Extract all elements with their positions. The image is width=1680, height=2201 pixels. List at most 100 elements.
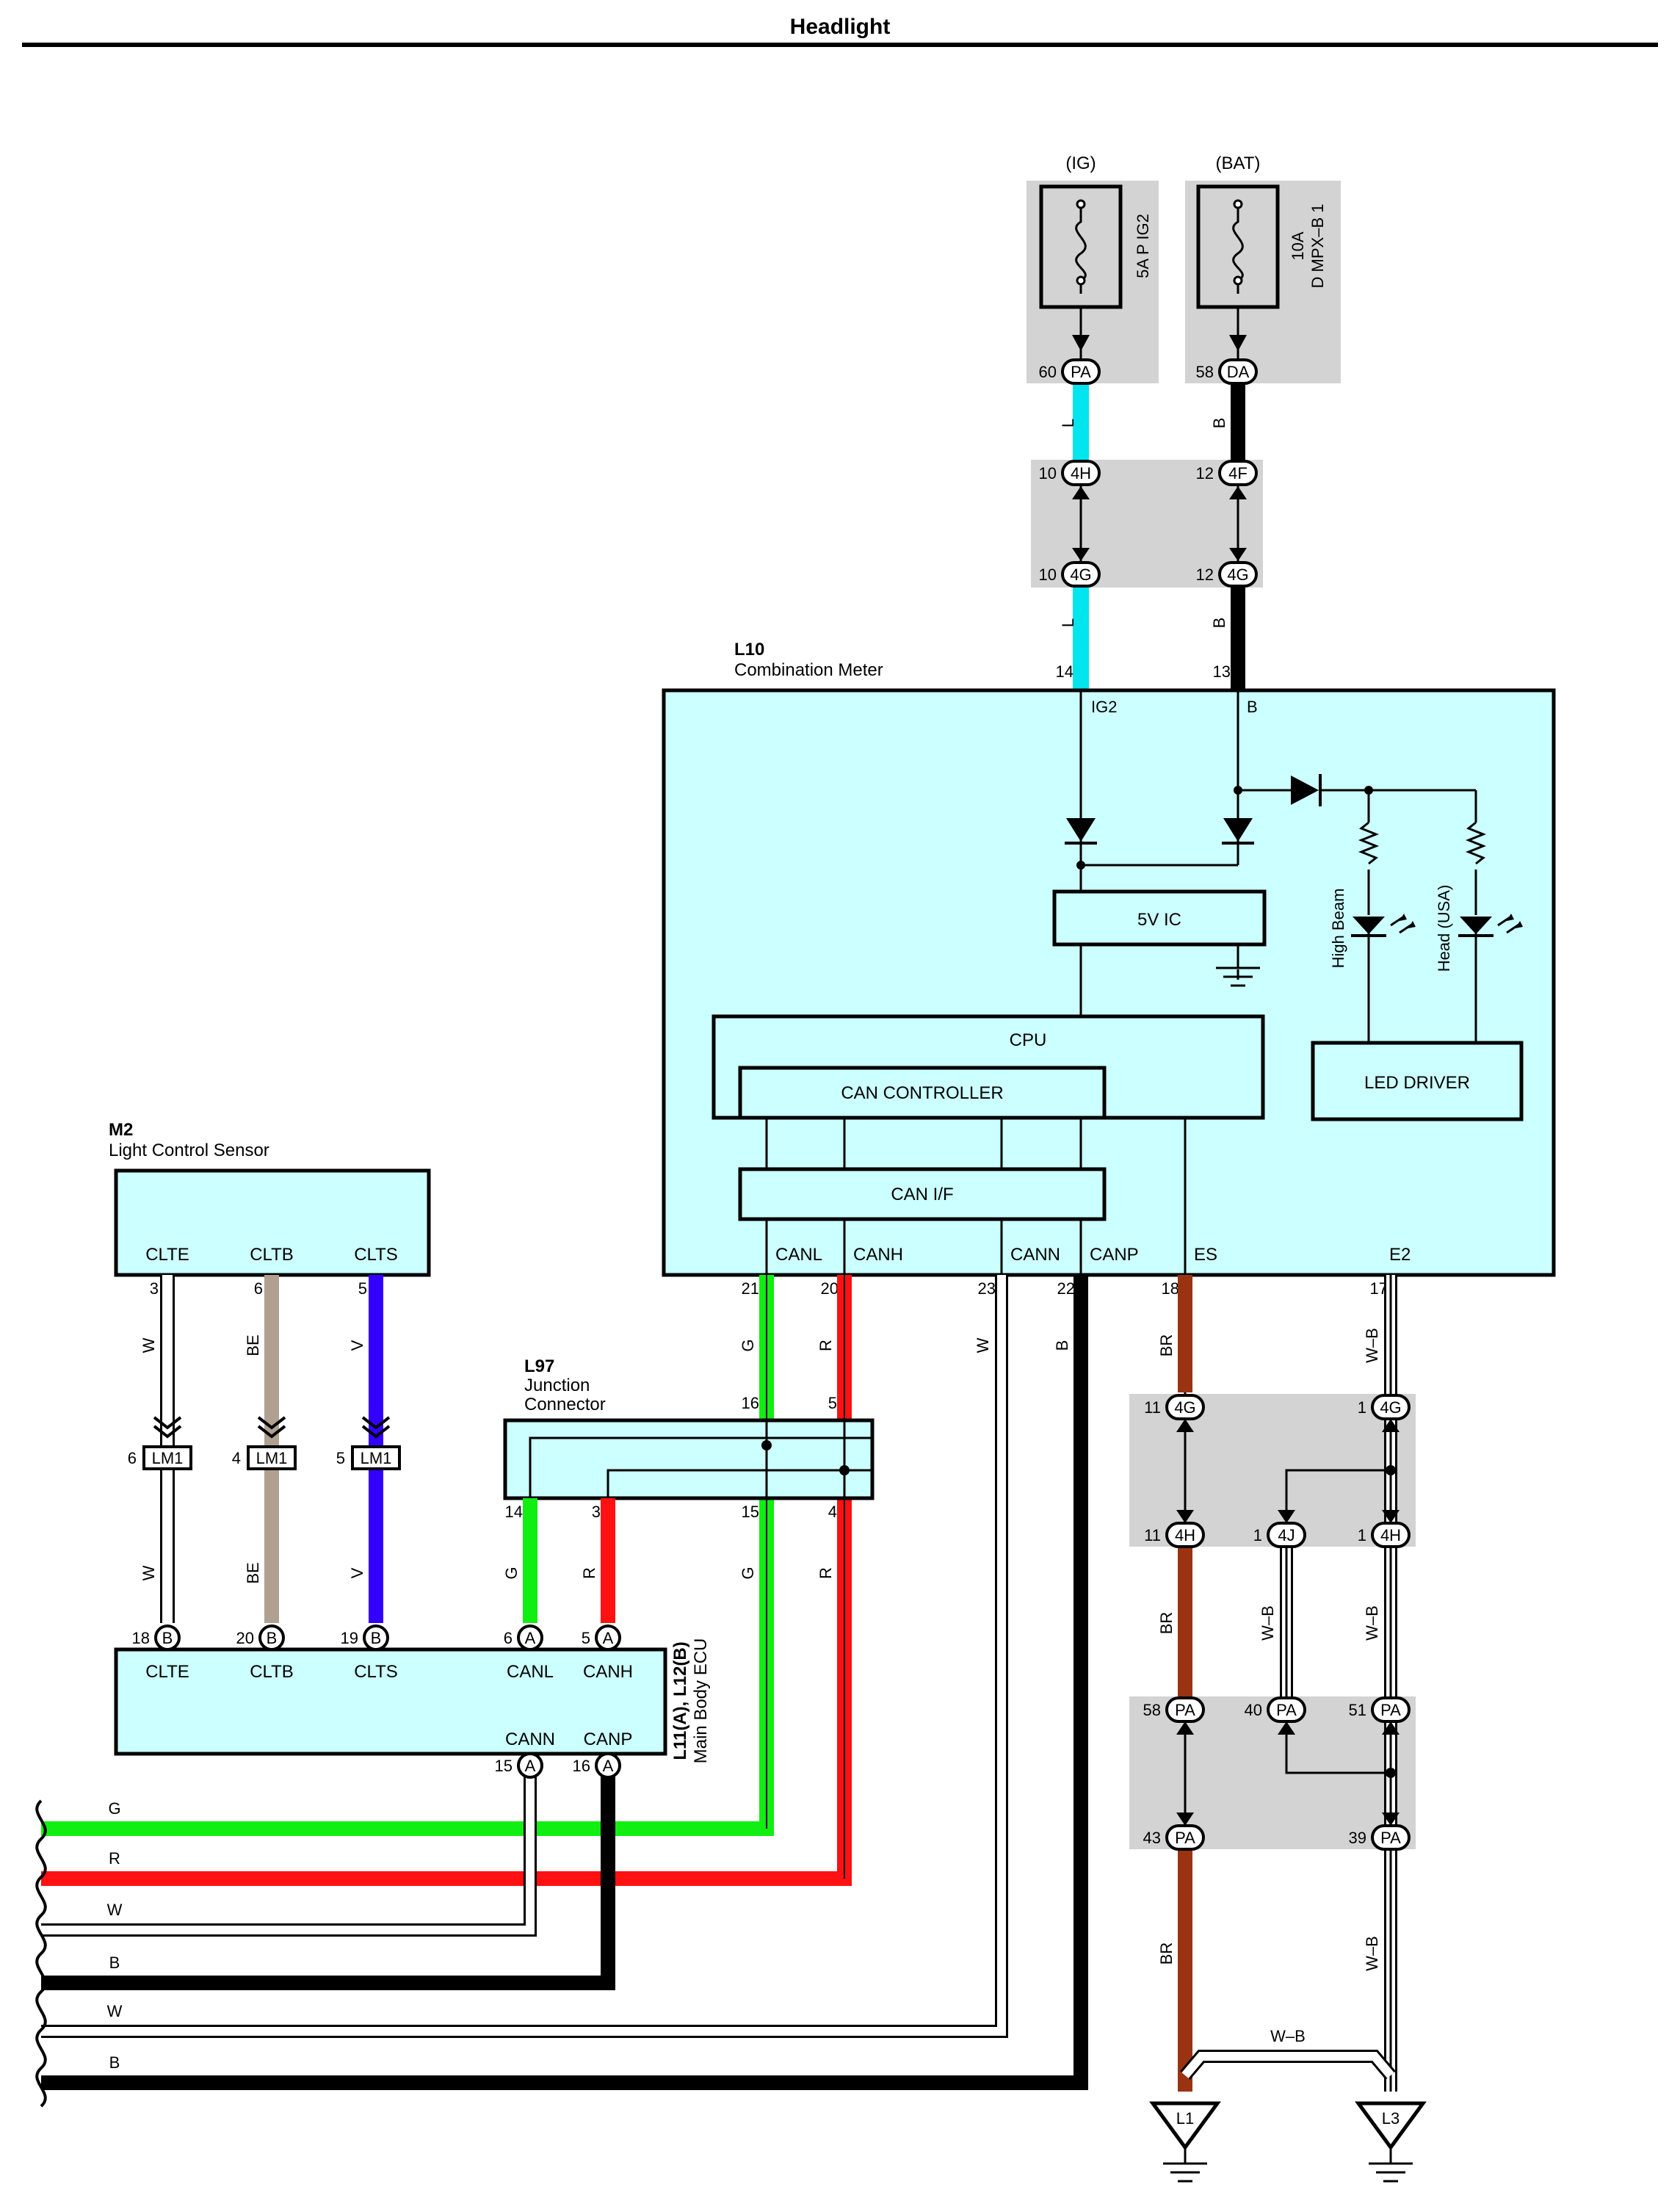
- gnd-connector-pa-51: PA 51: [1349, 1696, 1411, 1723]
- wire-label-r-ecu: R: [580, 1567, 598, 1579]
- connector-4f-12: 4F 12: [1196, 460, 1258, 486]
- jc-pin-15: 15: [742, 1503, 759, 1521]
- gnd-connector-pa-43: PA 43: [1143, 1824, 1205, 1851]
- jc-pin-4: 4: [828, 1503, 837, 1521]
- can-controller-box: [738, 1066, 1107, 1120]
- meter-pin-canh: 20: [821, 1279, 839, 1298]
- head-usa-label: Head (USA): [1435, 885, 1453, 972]
- high-beam-led-icon: [1353, 917, 1385, 934]
- wire-label-g-bottom: G: [108, 1799, 120, 1818]
- wire-label-g-meter: G: [739, 1339, 757, 1351]
- fuse-bat-element: [1232, 204, 1244, 294]
- connector-lm1-4: LM1 4: [232, 1445, 297, 1470]
- meter-term-es: ES: [1194, 1245, 1217, 1265]
- sensor-pin-6: 6: [254, 1279, 263, 1298]
- fuse-ig-source: (IG): [1065, 153, 1096, 173]
- svg-text:L3: L3: [1382, 2109, 1400, 2128]
- fuse-bat-source: (BAT): [1216, 153, 1261, 173]
- svg-text:19: 19: [341, 1629, 358, 1647]
- svg-text:DA: DA: [1227, 363, 1250, 381]
- meter-pin-canp: 22: [1057, 1279, 1075, 1298]
- svg-text:4G: 4G: [1070, 565, 1091, 584]
- wire-label-b-meter: B: [1053, 1340, 1071, 1351]
- wire-label-w-meter: W: [974, 1337, 992, 1353]
- wire-label-w-bottom-1: W: [107, 1901, 123, 1919]
- sensor-term-cltb: CLTB: [250, 1245, 294, 1265]
- wire-label-be-sensor: BE: [244, 1334, 262, 1356]
- svg-text:A: A: [525, 1757, 536, 1775]
- sensor-id: M2: [109, 1120, 133, 1140]
- gnd-connector-4j-1: 4J 1: [1253, 1522, 1306, 1548]
- svg-text:PA: PA: [1175, 1829, 1195, 1847]
- connector-lm1-5: LM1 5: [336, 1445, 401, 1470]
- sensor-pin-5: 5: [358, 1279, 367, 1298]
- wire-label-r-jc: R: [817, 1567, 835, 1579]
- svg-text:58: 58: [1196, 363, 1214, 381]
- page-title: Headlight: [790, 15, 891, 39]
- meter-pin-es: 18: [1162, 1279, 1179, 1298]
- wire-b-meter-canp: [41, 1275, 1088, 2090]
- svg-text:4H: 4H: [1071, 464, 1091, 483]
- meter-term-ig2: IG2: [1091, 698, 1117, 716]
- svg-text:4H: 4H: [1380, 1526, 1401, 1544]
- ecu-connector-19b: B 19: [341, 1624, 389, 1651]
- wire-label-r-meter: R: [817, 1340, 835, 1351]
- gnd-connector-4g-11: 4G 11: [1144, 1394, 1205, 1420]
- svg-text:PA: PA: [1276, 1701, 1297, 1719]
- svg-text:B: B: [371, 1629, 382, 1647]
- ecu-connector-15a: A 15: [495, 1752, 543, 1779]
- svg-text:A: A: [603, 1757, 614, 1775]
- svg-text:16: 16: [573, 1757, 590, 1775]
- wire-b-ecu-canp: [41, 1767, 615, 1990]
- wire-label-w-sensor: W: [140, 1337, 158, 1353]
- wire-label-b-bottom-1: B: [109, 1954, 120, 1972]
- wire-w-ecu-cann: [41, 1767, 537, 1937]
- wire-label-v-sensor: V: [348, 1340, 366, 1351]
- ic-5v-box: [1052, 889, 1267, 947]
- svg-text:11: 11: [1144, 1398, 1161, 1417]
- svg-text:10: 10: [1039, 565, 1057, 584]
- svg-text:60: 60: [1039, 363, 1057, 381]
- cpu-label: CPU: [1010, 1030, 1047, 1050]
- meter-term-e2: E2: [1389, 1245, 1411, 1265]
- jc-line1: Junction: [524, 1376, 590, 1395]
- ecu-connector-18b: B 18: [132, 1624, 181, 1651]
- svg-text:39: 39: [1349, 1829, 1366, 1847]
- wire-label-g-ecu: G: [502, 1566, 521, 1579]
- fuse-ig-element: [1075, 204, 1087, 294]
- svg-text:4H: 4H: [1175, 1526, 1195, 1544]
- svg-text:LM1: LM1: [361, 1449, 392, 1467]
- ecu-connector-5a: A 5: [582, 1624, 621, 1651]
- junction-connector-box: [503, 1418, 875, 1500]
- svg-text:5: 5: [336, 1449, 345, 1467]
- meter-term-b: B: [1247, 698, 1258, 716]
- meter-pin-b: 13: [1213, 662, 1231, 681]
- meter-term-canh: CANH: [853, 1245, 903, 1265]
- fuse-bat-area: [1185, 181, 1341, 383]
- ic-ground-icon: [1216, 944, 1260, 987]
- ecu-connector-16a: A 16: [573, 1752, 621, 1779]
- jc-line2: Connector: [524, 1395, 606, 1414]
- svg-text:A: A: [603, 1629, 614, 1647]
- wire-label-w-ecu: W: [140, 1565, 158, 1580]
- jc-pin-5: 5: [828, 1394, 837, 1412]
- wire-label-wb-2: W–B: [1259, 1605, 1277, 1641]
- svg-text:11: 11: [1144, 1526, 1161, 1544]
- fuse-bat-rating: 10A: [1289, 231, 1307, 260]
- gnd-connector-4h-11: 4H 11: [1144, 1522, 1205, 1548]
- wire-label-wb-4: W–B: [1363, 1936, 1381, 1971]
- wire-label-w-bottom-2: W: [107, 2002, 123, 2020]
- svg-text:PA: PA: [1175, 1701, 1195, 1719]
- wire-label-b-top: B: [1210, 418, 1228, 429]
- svg-text:15: 15: [495, 1757, 513, 1775]
- jc-id: L97: [524, 1356, 554, 1376]
- svg-text:12: 12: [1196, 565, 1214, 584]
- jc-pin-16: 16: [742, 1394, 759, 1412]
- meter-pin-canl: 21: [742, 1279, 759, 1298]
- sensor-term-clte: CLTE: [145, 1245, 189, 1265]
- wire-label-be-ecu: BE: [244, 1562, 262, 1583]
- head-usa-led-icon: [1460, 917, 1492, 934]
- wire-label-br-2: BR: [1157, 1612, 1176, 1635]
- wire-label-b-bot: B: [1210, 618, 1228, 629]
